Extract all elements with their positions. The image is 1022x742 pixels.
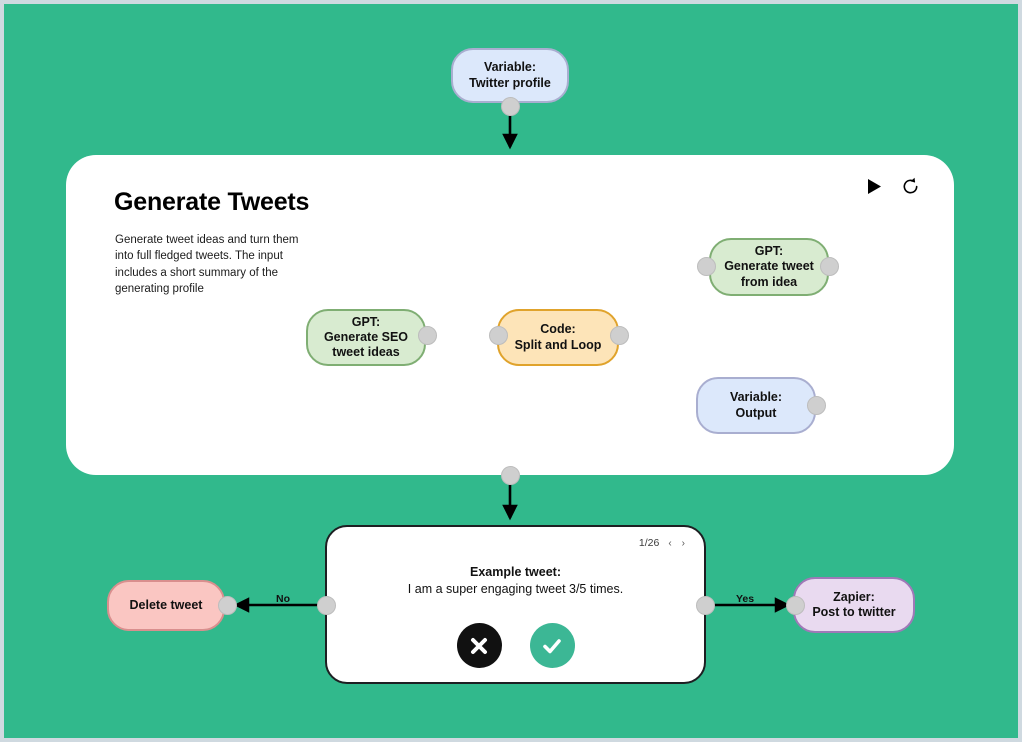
node-label-line2: Post to twitter xyxy=(812,605,896,619)
run-icon[interactable] xyxy=(863,175,885,197)
node-label-line2: Twitter profile xyxy=(469,75,551,90)
edge-label-yes: Yes xyxy=(736,593,755,605)
card-body-text: I am a super engaging tweet 3/5 times. xyxy=(407,582,624,596)
card-heading: Example tweet: xyxy=(469,565,561,579)
group-title: Generate Tweets xyxy=(114,188,310,216)
handle-gpt-seo-right[interactable] xyxy=(418,326,437,345)
node-label-line2: Generate tweet xyxy=(724,259,814,274)
handle-decision-card-left[interactable] xyxy=(317,596,336,615)
node-variable-output[interactable]: Variable: Output xyxy=(696,377,816,434)
decision-card-example-tweet[interactable]: 1/26 ‹ › Example tweet: I am a super eng… xyxy=(325,525,706,684)
pager-prev-icon[interactable]: ‹ xyxy=(668,537,672,549)
close-icon[interactable] xyxy=(456,623,502,668)
node-label-line3: from idea xyxy=(740,274,798,289)
node-label-line2: Generate SEO xyxy=(323,329,409,344)
handle-decision-card-right[interactable] xyxy=(696,596,715,615)
handle-gpt-idea-right[interactable] xyxy=(820,257,839,276)
node-label-line1: Variable: xyxy=(729,390,783,405)
handle-input-node-bottom[interactable] xyxy=(501,97,520,116)
handle-group-bottom[interactable] xyxy=(501,466,520,485)
node-label-line1: GPT: xyxy=(754,244,784,259)
node-label-line3: tweet ideas xyxy=(332,345,400,360)
handle-code-left[interactable] xyxy=(489,326,508,345)
node-label-line1: Variable: xyxy=(483,60,537,75)
node-label-line2: Split and Loop xyxy=(514,337,602,352)
group-generate-tweets[interactable]: Generate Tweets Generate tweet ideas and… xyxy=(66,155,954,475)
node-zapier-post-to-twitter[interactable]: Zapier: Post to twitter xyxy=(793,577,915,633)
node-gpt-generate-tweet-from-idea[interactable]: GPT: Generate tweet from idea xyxy=(709,238,829,296)
node-code-split-and-loop[interactable]: Code: Split and Loop xyxy=(497,309,619,366)
node-gpt-generate-seo-tweet-ideas[interactable]: GPT: Generate SEO tweet ideas xyxy=(306,309,426,366)
node-delete-tweet[interactable]: Delete tweet xyxy=(107,580,225,631)
handle-variable-output-right[interactable] xyxy=(807,396,826,415)
node-label-line1: Code: xyxy=(540,322,576,337)
check-icon[interactable] xyxy=(529,623,575,668)
handle-gpt-idea-left[interactable] xyxy=(697,257,716,276)
group-actions[interactable] xyxy=(863,175,921,197)
node-label: Delete tweet xyxy=(129,597,203,612)
group-description: Generate tweet ideas and turn them into … xyxy=(115,234,299,295)
node-label-line1: GPT: xyxy=(351,314,381,329)
pager[interactable]: 1/26 ‹ › xyxy=(639,537,686,549)
node-label-line1: Zapier: xyxy=(833,589,875,604)
pager-counter: 1/26 xyxy=(638,537,660,549)
handle-code-right[interactable] xyxy=(610,326,629,345)
handle-zapier-left[interactable] xyxy=(786,596,805,615)
node-variable-twitter-profile[interactable]: Variable: Twitter profile xyxy=(451,48,569,103)
card-buttons[interactable] xyxy=(327,623,704,668)
pager-next-icon[interactable]: › xyxy=(681,537,685,549)
edge-label-no: No xyxy=(276,593,290,605)
node-label-line2: Output xyxy=(735,405,777,420)
refresh-icon[interactable] xyxy=(899,175,921,197)
handle-delete-tweet-right[interactable] xyxy=(218,596,237,615)
